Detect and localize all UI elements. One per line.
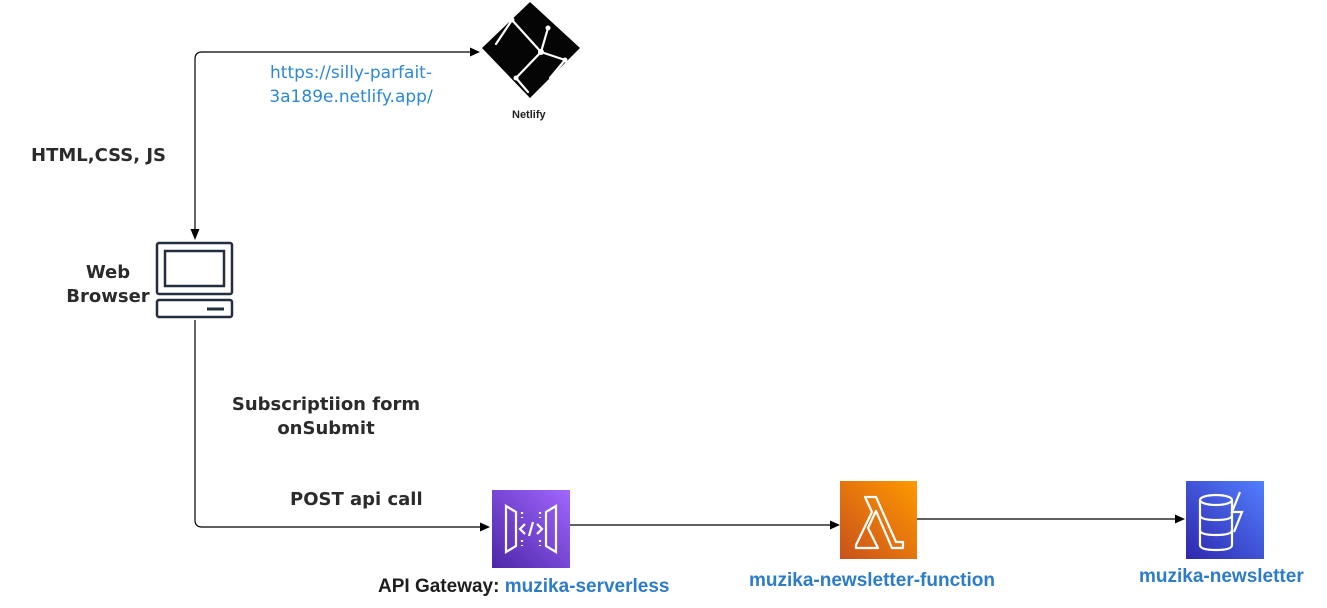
api-gateway-label: API Gateway: muzika-serverless <box>378 576 670 598</box>
netlify-url-line1[interactable]: https://silly-parfait- <box>270 63 432 83</box>
web-browser-icon <box>155 241 234 319</box>
netlify-url-line2[interactable]: 3a189e.netlify.app/ <box>269 87 433 107</box>
tech-stack-label: HTML,CSS, JS <box>31 145 166 166</box>
api-gateway-prefix: API Gateway: <box>378 576 505 597</box>
subscription-form-label: Subscriptiion form onSubmit <box>222 393 430 441</box>
post-api-call-label: POST api call <box>290 489 423 510</box>
netlify-url[interactable]: https://silly-parfait- 3a189e.netlify.ap… <box>246 61 456 109</box>
dynamodb-table-name[interactable]: muzika-newsletter <box>1139 566 1304 587</box>
lambda-icon[interactable] <box>840 481 917 559</box>
web-browser-label: Web Browser <box>56 261 160 309</box>
netlify-to-browser-connector <box>190 47 480 240</box>
netlify-logo-icon <box>482 2 580 98</box>
dynamodb-icon[interactable] <box>1186 481 1264 559</box>
gateway-to-lambda-connector <box>570 520 840 530</box>
subscription-form-line1: Subscriptiion form <box>231 394 421 415</box>
web-browser-label-line1: Web <box>85 262 131 283</box>
lambda-to-dynamodb-connector <box>917 514 1185 524</box>
browser-to-gateway-connector <box>194 320 490 532</box>
web-browser-label-line2: Browser <box>66 286 150 307</box>
api-gateway-icon[interactable] <box>492 490 570 568</box>
lambda-function-name[interactable]: muzika-newsletter-function <box>749 570 995 591</box>
subscription-form-line2: onSubmit <box>277 418 375 439</box>
api-gateway-name[interactable]: muzika-serverless <box>504 576 670 597</box>
netlify-caption: Netlify <box>512 109 546 121</box>
